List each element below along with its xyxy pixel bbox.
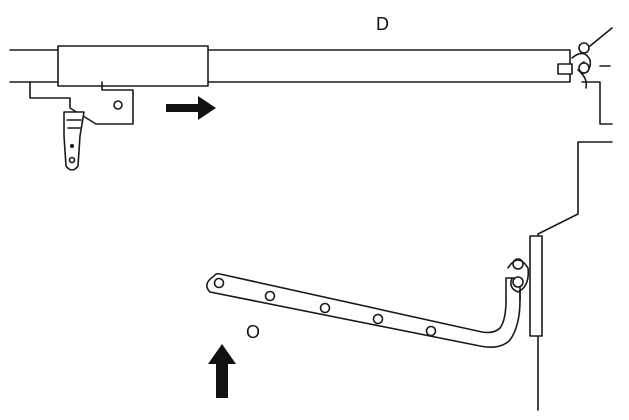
arm-hole-4: [372, 313, 384, 325]
release-arm-pin: [70, 144, 74, 148]
arm-hole-1: [213, 277, 225, 289]
arm-hole-3: [319, 302, 331, 314]
arrow-up-icon: [208, 344, 236, 398]
release-arm-hole: [68, 156, 76, 164]
upper-assembly: D: [9, 14, 613, 171]
label-d: D: [376, 14, 389, 34]
release-arm-detail: [66, 119, 82, 129]
bracket-hole: [113, 100, 123, 110]
door-bracket-plate: [529, 235, 543, 337]
arm-clip-pin: [507, 258, 530, 301]
lower-assembly: O: [206, 141, 613, 411]
release-arm: [63, 111, 85, 171]
arm-hole-5: [425, 325, 437, 337]
mounting-bracket: [29, 81, 134, 125]
arrow-right-icon: [166, 96, 216, 120]
rail-end-clip: [557, 27, 613, 89]
carriage-box: [57, 45, 209, 87]
door-wall-profile: [537, 141, 613, 411]
bent-arm: [206, 272, 521, 348]
wall-header-upper: [581, 81, 613, 125]
arm-hole-2: [264, 290, 276, 302]
label-o: O: [246, 322, 260, 342]
